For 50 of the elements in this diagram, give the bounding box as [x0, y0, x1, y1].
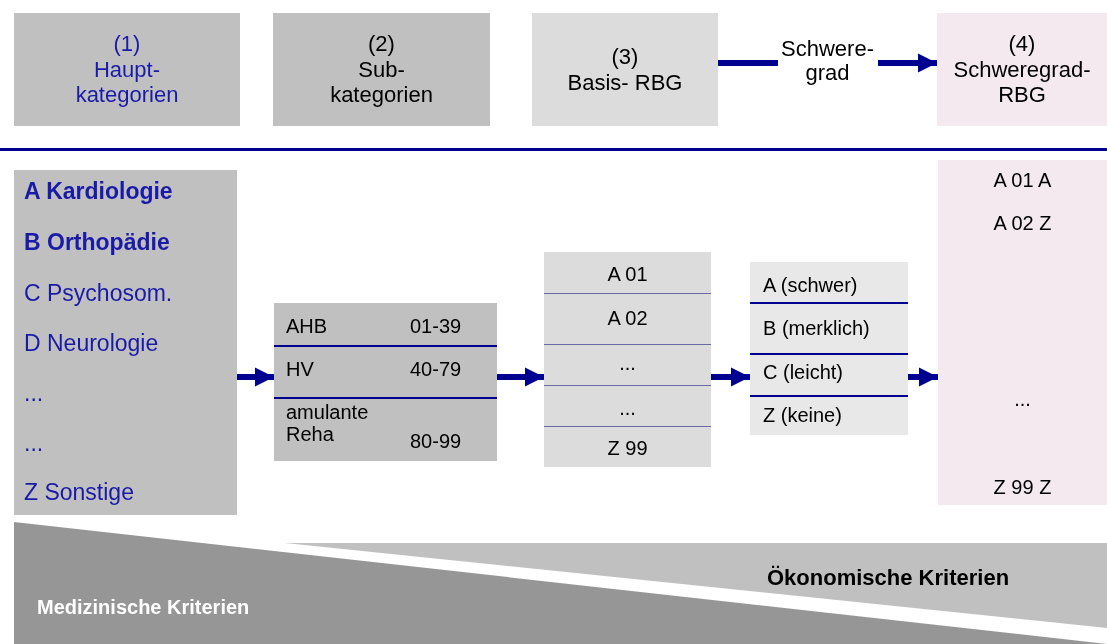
list-item-text: A Kardiologie: [24, 179, 173, 205]
band-label: Ökonomische Kriterien: [767, 565, 1010, 591]
list-item-text: AHB: [286, 315, 328, 337]
stage-header-box: [14, 13, 240, 126]
list-item-text: ...: [618, 352, 637, 374]
list-item-text: Z 99: [606, 437, 649, 459]
header-text: (4): [1008, 30, 1036, 57]
list-item-text: ...: [24, 381, 44, 407]
list-item-text: B Orthopädie: [24, 230, 170, 256]
category-list-box: [750, 262, 908, 435]
header-text: Schweregrad- RBG: [952, 56, 1092, 109]
list-item-text: 40-79: [410, 358, 462, 380]
list-item-text: ...: [1013, 388, 1032, 410]
stage-header-box: [273, 13, 490, 126]
list-item-text: amulante Reha: [286, 401, 370, 445]
list-item-text: Z (keine): [763, 404, 842, 426]
header-text: Haupt- kategorien: [74, 56, 180, 109]
flow-arrow: [711, 367, 750, 387]
list-item-text: 80-99: [410, 430, 462, 452]
header-text: (2): [368, 30, 395, 57]
category-list-box: [274, 303, 497, 461]
band-label: Medizinische Kriterien: [37, 596, 250, 619]
header-text: Sub- kategorien: [329, 56, 434, 109]
list-item-text: A 01: [606, 263, 649, 285]
list-item-text: ...: [618, 397, 637, 419]
list-item-text: 01-39: [410, 315, 462, 337]
header-text: (1): [113, 30, 141, 57]
list-item-text: Z Sonstige: [24, 480, 134, 506]
category-list-box: [14, 170, 237, 515]
edge-label: Schwere- grad: [777, 37, 878, 86]
list-item-text: Z 99 Z: [992, 476, 1053, 498]
stage-header-box: [532, 13, 718, 126]
stage-header-box: [937, 13, 1107, 126]
header-text: (3): [611, 43, 639, 70]
header-text: Basis- RBG: [567, 69, 683, 96]
category-list-box: [938, 160, 1107, 505]
list-item-text: ...: [24, 431, 44, 457]
list-item-text: A 02: [606, 307, 649, 329]
list-item-text: A 02 Z: [992, 212, 1053, 234]
list-item-text: A (schwer): [763, 274, 858, 296]
category-list-box: [544, 252, 711, 467]
flow-arrow: [497, 367, 544, 387]
list-item-text: D Neurologie: [24, 331, 159, 357]
list-item-text: B (merklich): [763, 317, 870, 339]
list-item-text: A 01 A: [992, 169, 1053, 191]
list-item-text: C (leicht): [763, 361, 843, 383]
flow-arrow: [908, 367, 938, 387]
flow-arrow: [237, 367, 274, 387]
list-item-text: HV: [286, 358, 314, 380]
list-item-text: C Psychosom.: [24, 281, 173, 307]
